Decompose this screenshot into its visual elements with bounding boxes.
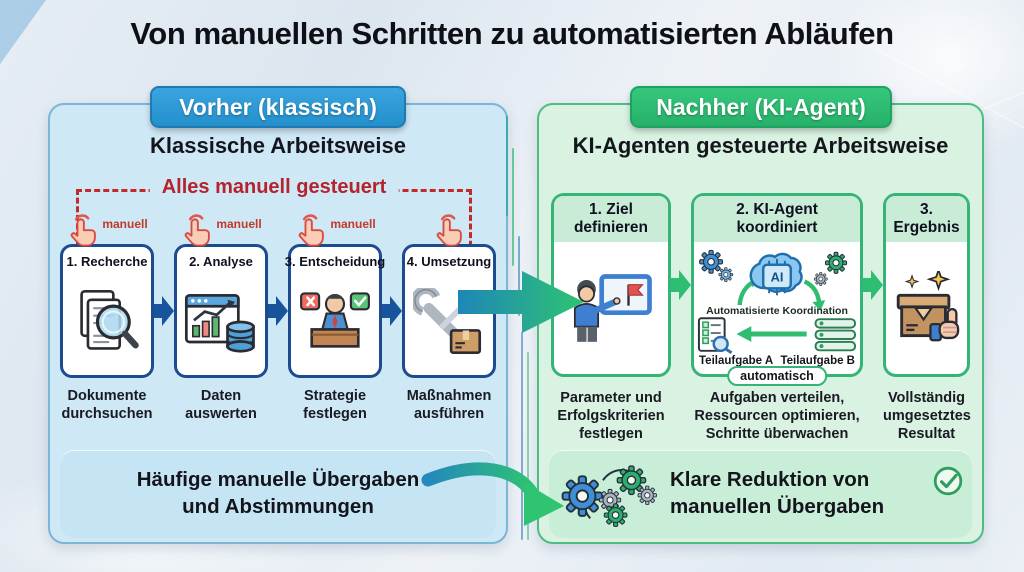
agent-steps-row: 1. Ziel definieren [551,193,970,386]
after-badge: Nachher (KI-Agent) [630,86,892,128]
automatic-badge: automatisch [727,366,827,386]
left-footer-box: Häufige manuelle Übergaben und Abstimmun… [60,450,496,538]
package-thumbsup-icon [886,242,967,374]
hand-click-icon [436,214,462,247]
page-title: Von manuellen Schritten zu automatisiert… [130,16,894,51]
hand-click-group: manuell [60,201,154,249]
subtask-a-label: Teilaufgabe A [699,355,774,368]
step-box-ki-agent: 2. KI-Agent koordiniert A [691,193,863,386]
divider-line [521,332,523,540]
chart-database-icon [184,269,258,375]
divider-line [518,236,520,316]
agent-captions-row: Parameter und Erfolgskriterien festlegen… [551,389,970,443]
flow-arrow-icon [863,193,883,377]
step-title: 3. Ergebnis [886,196,967,242]
classic-captions-row: Dokumente durchsuchen Daten auswerten St… [60,387,496,423]
transition-arrow-icon [458,271,584,333]
corner-decor [0,0,46,64]
classic-steps-row: 1. Recherche 2. Analyse [60,244,496,378]
subtask-labels: Teilaufgabe A Teilaufgabe B [694,354,860,367]
step-caption: Dokumente durchsuchen [61,388,153,423]
ai-chip-label: AI [771,269,784,284]
spacer [671,389,691,443]
step-caption: Daten auswerten [185,388,257,423]
spacer [268,387,288,423]
coordination-label: Automatisierte Koordination [706,304,848,317]
step-box-ergebnis: 3. Ergebnis [883,193,970,377]
step-title: 4. Umsetzung [406,254,492,269]
left-heading: Klassische Arbeitsweise [150,133,406,158]
step-title: 3. Entscheidung [284,254,386,269]
step-caption: Vollständig umgesetztes Resultat [883,390,971,443]
flow-arrow-icon [382,244,402,378]
right-footer-text: Klare Reduktion von manuellen Übergaben [669,468,885,518]
step-box-recherche: 1. Recherche [60,244,154,378]
document-search-icon [71,269,143,375]
flow-arrow-icon [671,193,691,377]
hand-click-icon [71,214,97,247]
hand-click-group [402,201,496,249]
manual-label: manuell [216,217,262,231]
spacer [382,387,402,423]
divider-line [527,352,529,540]
ai-brain-icon: AI [699,249,848,310]
flow-arrow-icon [268,244,288,378]
step-box-ziel: 1. Ziel definieren [551,193,671,377]
left-footer-text: Häufige manuelle Übergaben und Abstimmun… [136,468,420,518]
spacer [268,201,288,249]
spacer [154,201,174,249]
step-title: 2. Analyse [189,254,253,269]
divider-line [512,148,514,266]
manual-label: manuell [102,217,148,231]
step-caption: Maßnahmen ausführen [406,388,492,423]
subtasks-icon [697,317,857,355]
right-footer-box: Klare Reduktion von manuellen Übergaben [549,450,972,538]
manual-zone: Alles manuell gesteuert [76,176,472,264]
gear-cluster-icon [561,464,657,527]
spacer [863,389,883,443]
hand-click-group: manuell [288,201,382,249]
divider-line [506,116,508,216]
step-title: 1. Recherche [66,254,148,269]
step-caption: Parameter und Erfolgskriterien festlegen [557,390,665,443]
hand-click-group: manuell [174,201,268,249]
handoff-curved-arrow-icon [421,462,564,526]
step-box-analyse: 2. Analyse [174,244,268,378]
step-caption: Strategie festlegen [303,388,367,423]
before-badge: Vorher (klassisch) [150,86,406,128]
step-box-entscheidung: 3. Entscheidung [284,244,386,378]
step-caption: Aufgaben verteilen, Ressourcen optimiere… [694,390,860,443]
hand-click-icon [299,214,325,247]
flow-arrow-icon [154,244,174,378]
check-circle-icon [933,466,963,496]
manual-zone-label: Alles manuell gesteuert [149,176,399,199]
manual-label: manuell [330,217,376,231]
manual-hands-row: manuell manuell manuell [60,201,496,249]
spacer [382,201,402,249]
right-heading: KI-Agenten gesteuerte Arbeitsweise [572,133,949,158]
hand-click-icon [185,214,211,247]
step-title: 1. Ziel definieren [554,196,668,242]
goal-presenter-icon [554,242,668,374]
panel-after: KI-Agenten gesteuerte Arbeitsweise 1. Zi… [537,103,984,544]
spacer [154,387,174,423]
decision-person-icon [299,269,371,375]
step-title: 2. KI-Agent koordiniert [694,196,860,242]
panel-before: Klassische Arbeitsweise Alles manuell ge… [48,103,508,544]
subtask-b-label: Teilaufgabe B [780,355,855,368]
